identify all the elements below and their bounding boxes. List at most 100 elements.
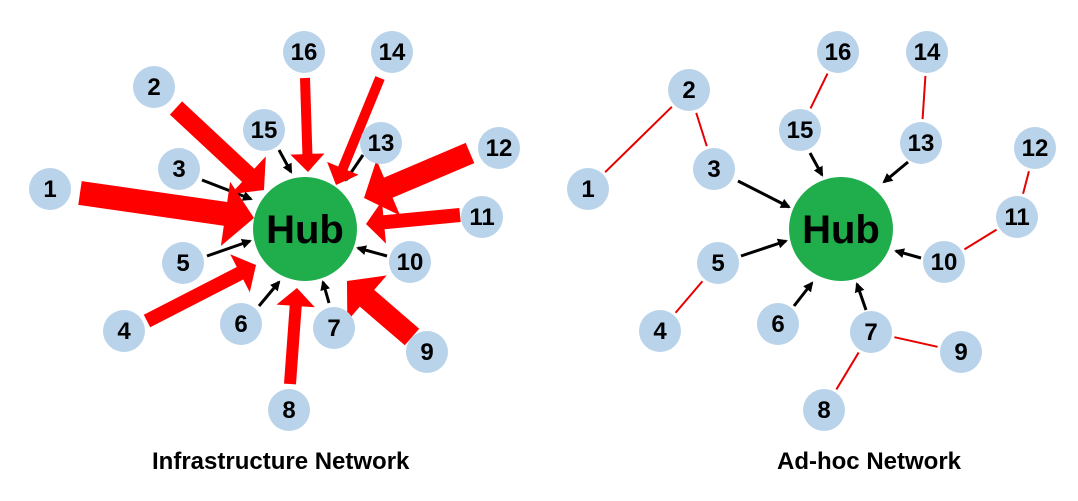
node-13: 13 — [900, 122, 942, 164]
link-3-hub — [201, 178, 253, 201]
link-10-hub — [356, 245, 388, 258]
node-14-label: 14 — [914, 39, 941, 66]
node-14-label: 14 — [379, 39, 406, 66]
node-13-circle — [360, 122, 402, 164]
node-16: 16 — [817, 31, 859, 73]
hub-label: Hub — [266, 208, 344, 252]
node-7-label: 7 — [327, 315, 340, 342]
link-6-hub — [257, 280, 281, 307]
node-5-label: 5 — [711, 250, 724, 277]
node-10: 10 — [389, 241, 431, 283]
node-14: 14 — [906, 31, 948, 73]
hub-label: Hub — [802, 208, 880, 252]
arrow-14-hub — [327, 76, 385, 185]
node-12-circle — [1014, 127, 1056, 169]
node-2: 2 — [133, 66, 175, 108]
node-3-label: 3 — [172, 156, 185, 183]
node-12-circle — [478, 127, 520, 169]
node-10-label: 10 — [931, 249, 958, 276]
node-12: 12 — [1014, 127, 1056, 169]
link-7-hub — [854, 282, 868, 311]
node-10-circle — [923, 241, 965, 283]
node-11-circle — [996, 196, 1038, 238]
node-10-circle — [389, 241, 431, 283]
node-7: 7 — [313, 307, 355, 349]
node-10: 10 — [923, 241, 965, 283]
node-1-circle — [567, 168, 609, 210]
peer-links — [604, 73, 1030, 390]
node-1-circle — [29, 168, 71, 210]
node-7-circle — [313, 307, 355, 349]
hub-links — [737, 152, 922, 311]
node-8: 8 — [803, 389, 845, 431]
link-15-hub — [808, 152, 824, 177]
link-5-hub — [206, 238, 252, 258]
arrow-8-hub — [276, 288, 315, 385]
arrow-1-hub — [78, 181, 254, 246]
ad-hoc-network-caption: Ad-hoc Network — [777, 448, 962, 475]
link-16-15 — [809, 73, 829, 109]
node-11-circle — [461, 196, 503, 238]
node-1-label: 1 — [581, 176, 594, 203]
node-2-label: 2 — [682, 77, 695, 104]
link-6-hub — [792, 281, 814, 307]
node-12: 12 — [478, 127, 520, 169]
link-1-2 — [604, 106, 673, 173]
node-14-circle — [906, 31, 948, 73]
node-9: 9 — [406, 331, 448, 373]
node-15: 15 — [779, 109, 821, 151]
node-3-circle — [693, 148, 735, 190]
node-2-circle — [668, 69, 710, 111]
node-14: 14 — [371, 31, 413, 73]
node-2-circle — [133, 66, 175, 108]
node-9-circle — [940, 331, 982, 373]
direct-links — [201, 149, 388, 307]
node-4-label: 4 — [653, 318, 667, 345]
node-13: 13 — [360, 122, 402, 164]
node-11: 11 — [461, 196, 503, 238]
node-3-label: 3 — [707, 156, 720, 183]
node-12-label: 12 — [486, 135, 513, 162]
node-8-label: 8 — [817, 397, 830, 424]
node-15-label: 15 — [787, 117, 814, 144]
link-2-3 — [695, 112, 708, 147]
node-13-circle — [900, 122, 942, 164]
hub: Hub — [789, 177, 893, 281]
link-11-10 — [963, 228, 998, 251]
node-14-circle — [371, 31, 413, 73]
hub: Hub — [253, 177, 357, 281]
link-13-hub — [882, 160, 909, 184]
node-1: 1 — [567, 168, 609, 210]
node-7: 7 — [850, 311, 892, 353]
infrastructure-network-caption: Infrastructure Network — [152, 448, 410, 475]
hub-circle — [253, 177, 357, 281]
arrow-12-hub — [364, 142, 475, 216]
node-8-circle — [803, 389, 845, 431]
arrow-2-hub — [169, 101, 266, 195]
arrow-11-hub — [366, 201, 461, 244]
node-3: 3 — [693, 148, 735, 190]
link-7-hub — [320, 280, 331, 304]
node-5-circle — [697, 242, 739, 284]
node-16-circle — [817, 31, 859, 73]
node-12-label: 12 — [1022, 135, 1049, 162]
node-15: 15 — [243, 109, 285, 151]
hub-circle — [789, 177, 893, 281]
node-11: 11 — [996, 196, 1038, 238]
node-8: 8 — [268, 389, 310, 431]
node-4-label: 4 — [117, 318, 131, 345]
node-4: 4 — [103, 310, 145, 352]
arrow-9-hub — [347, 275, 420, 346]
node-16-label: 16 — [825, 39, 852, 66]
node-2: 2 — [668, 69, 710, 111]
node-16-label: 16 — [291, 39, 318, 66]
node-6: 6 — [220, 303, 262, 345]
node-8-label: 8 — [282, 397, 295, 424]
node-9-circle — [406, 331, 448, 373]
link-5-hub — [740, 238, 788, 258]
